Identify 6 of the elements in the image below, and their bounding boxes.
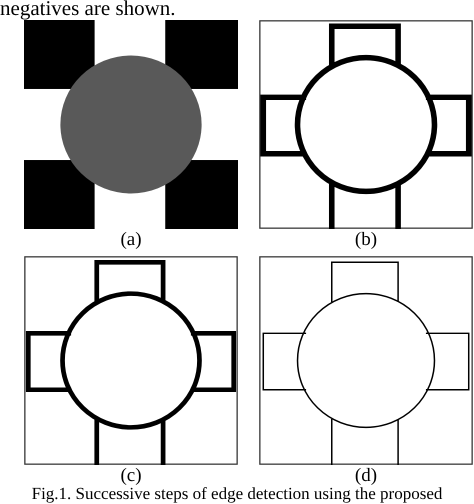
text-fragment: negatives are shown. [0, 0, 176, 20]
figure-caption: Fig.1. Successive steps of edge detection using the proposed [30, 484, 444, 503]
panel-label: (a) [119, 230, 143, 250]
panel-label: (c) [119, 466, 143, 486]
panel-label: (d) [354, 466, 378, 486]
panel-label: (b) [354, 230, 378, 250]
